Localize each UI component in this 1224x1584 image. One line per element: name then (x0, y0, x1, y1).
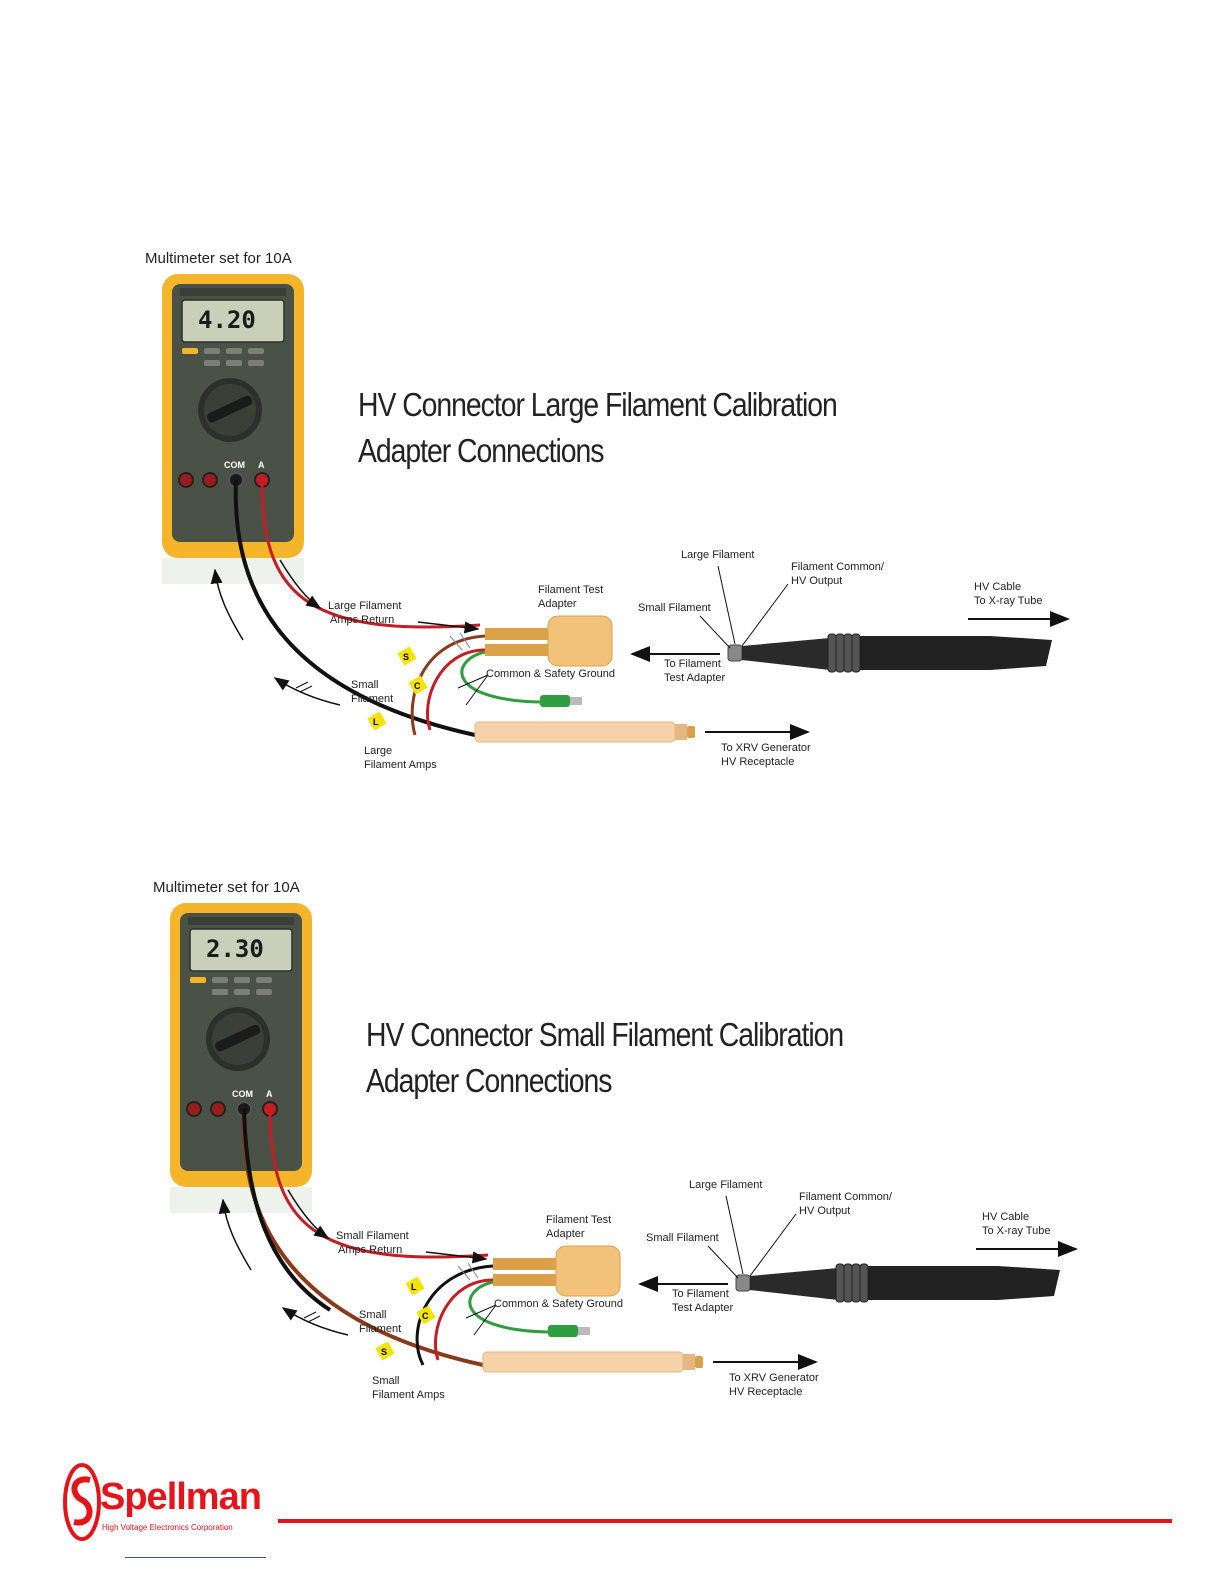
multimeter-icon: 4.20 COM A (162, 274, 304, 584)
label-adapter-1: Filament Test (538, 584, 604, 596)
label-generator-1: To XRV Generator (729, 1372, 819, 1384)
label-small-filament: Small Filament (646, 1232, 719, 1244)
wire-tag-bottom: S (375, 1341, 395, 1361)
label-common-hv-2: HV Output (791, 575, 843, 587)
jack-a-label: A (258, 460, 265, 470)
label-common-ground: Common & Safety Ground (486, 668, 616, 680)
label-generator-1: To XRV Generator (721, 742, 811, 754)
label-small-filament-2: Filament (351, 693, 394, 705)
svg-text:S: S (403, 652, 409, 662)
red-lead (260, 479, 481, 629)
label-return-2: Amps Return (338, 1244, 403, 1256)
svg-text:S: S (381, 1347, 387, 1357)
label-common-ground: Common & Safety Ground (494, 1298, 624, 1310)
title-line-1: HV Connector Large Filament Calibration (358, 386, 838, 423)
label-small-filament-2: Filament (359, 1323, 402, 1335)
title-line-2: Adapter Connections (358, 432, 604, 469)
label-small-filament-1: Small (351, 679, 379, 691)
label-common-hv-2: HV Output (799, 1205, 851, 1217)
wire-tag-top: S (397, 646, 417, 666)
label-hv-cable-2: To X-ray Tube (974, 595, 1043, 607)
logo-wordmark: Spellman (100, 1476, 262, 1518)
title-line-1: HV Connector Small Filament Calibration (366, 1016, 844, 1053)
label-adapter-1: Filament Test (546, 1214, 612, 1226)
label-return-1: Large Filament (328, 600, 402, 612)
label-large-filament: Large Filament (689, 1179, 763, 1191)
label-generator-2: HV Receptacle (729, 1386, 803, 1398)
label-to-adapter-1: To Filament (664, 658, 721, 670)
label-to-adapter-2: Test Adapter (664, 672, 726, 684)
black-lead (233, 479, 476, 737)
label-generator-2: HV Receptacle (721, 756, 795, 768)
wire-tag-middle: C (416, 1305, 436, 1325)
label-to-adapter-1: To Filament (672, 1288, 729, 1300)
meter-caption: Multimeter set for 10A (145, 250, 292, 267)
label-adapter-2: Adapter (546, 1228, 585, 1240)
label-small-filament-1: Small (359, 1309, 387, 1321)
label-return-2: Amps Return (330, 614, 395, 626)
label-amps-2: Filament Amps (364, 759, 437, 771)
label-hv-cable-1: HV Cable (974, 581, 1022, 593)
label-amps-1: Small (372, 1375, 400, 1387)
label-amps-2: Filament Amps (372, 1389, 445, 1401)
svg-text:L: L (411, 1282, 417, 1292)
label-to-adapter-2: Test Adapter (672, 1302, 734, 1314)
svg-text:C: C (422, 1311, 429, 1321)
svg-text:C: C (414, 681, 421, 691)
label-small-filament: Small Filament (638, 602, 711, 614)
label-adapter-2: Adapter (538, 598, 577, 610)
label-large-filament: Large Filament (681, 549, 755, 561)
meter-reading: 4.20 (198, 306, 256, 334)
jack-com-label: COM (232, 1089, 253, 1099)
jack-a-label: A (266, 1089, 273, 1099)
wiring-diagram: L C S (218, 1107, 1078, 1373)
diagram-large-filament: Multimeter set for 10A 4.20 COM A HV Con… (0, 230, 1224, 830)
wiring-diagram: S C L (210, 479, 1070, 743)
wire-tag-top: L (405, 1276, 425, 1296)
label-hv-cable-2: To X-ray Tube (982, 1225, 1051, 1237)
label-return-1: Small Filament (336, 1230, 409, 1242)
label-common-hv-1: Filament Common/ (799, 1191, 892, 1203)
meter-caption: Multimeter set for 10A (153, 879, 300, 896)
diagram-small-filament: Multimeter set for 10A 2.30 COM A HV Con… (0, 860, 1224, 1460)
label-common-hv-1: Filament Common/ (791, 561, 884, 573)
multimeter-icon: 2.30 COM A (170, 903, 312, 1213)
svg-text:L: L (373, 717, 379, 727)
wire-tag-middle: C (408, 675, 428, 695)
label-hv-cable-1: HV Cable (982, 1211, 1030, 1223)
page-footer: Spellman High Voltage Electronics Corpor… (0, 1440, 1224, 1584)
meter-reading: 2.30 (206, 935, 264, 963)
title-line-2: Adapter Connections (366, 1062, 612, 1099)
footer-blue-rule (125, 1557, 266, 1558)
wire-tag-bottom: L (367, 711, 387, 731)
logo-tagline: High Voltage Electronics Corporation (102, 1523, 233, 1532)
footer-red-rule (278, 1519, 1172, 1523)
spellman-logo-icon (63, 1463, 101, 1541)
label-amps-1: Large (364, 745, 393, 757)
jack-com-label: COM (224, 460, 245, 470)
